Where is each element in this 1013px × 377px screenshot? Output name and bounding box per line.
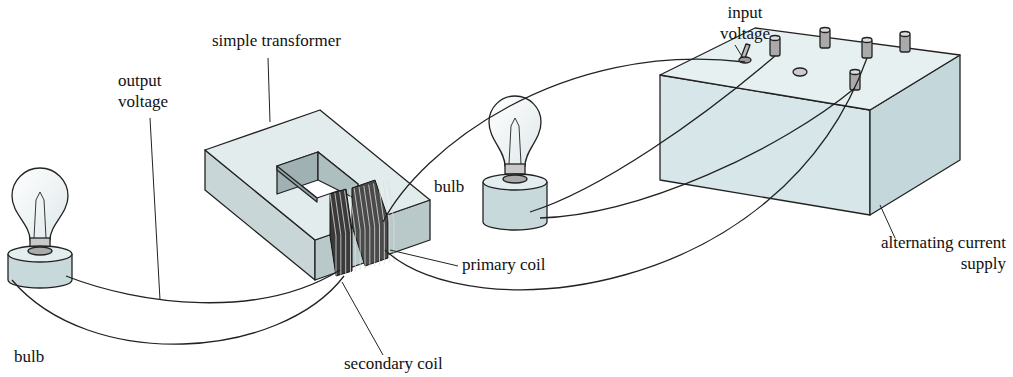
transformer-core — [277, 166, 317, 202]
bulb — [8, 246, 72, 262]
bulb — [12, 168, 68, 240]
wire — [12, 276, 344, 344]
bulb — [28, 247, 52, 255]
bulb — [34, 192, 46, 238]
label: simple transformer — [212, 31, 341, 50]
coil-winding — [330, 194, 336, 276]
coil-winding — [359, 187, 365, 269]
coil-winding — [335, 193, 341, 275]
label-text: output voltage — [118, 70, 192, 112]
bulb — [489, 96, 541, 166]
label-text: primary coil — [462, 254, 572, 275]
coil-winding — [364, 186, 370, 268]
wire — [66, 270, 340, 303]
wire — [385, 58, 867, 290]
coil-windings — [330, 180, 394, 276]
bulb — [509, 118, 521, 164]
coil-winding — [345, 191, 351, 273]
label-text: bulb — [14, 346, 58, 367]
label: alternating current supply — [881, 233, 1006, 273]
transformer-core — [205, 110, 430, 280]
wire — [530, 56, 775, 212]
wire — [12, 56, 867, 344]
leader-line — [268, 58, 270, 122]
bulb — [483, 174, 547, 190]
label: secondary coil — [344, 354, 443, 373]
secondary-coil — [330, 189, 352, 276]
bulb — [505, 164, 525, 174]
label: bulb — [434, 177, 464, 196]
leader-line — [342, 282, 383, 355]
supply-box — [900, 32, 910, 37]
leader-line — [390, 250, 458, 266]
leader-line — [735, 45, 743, 58]
coil-winding — [374, 184, 380, 266]
leader-line — [150, 45, 895, 355]
label-text: bulb — [434, 176, 478, 197]
secondary-coil — [330, 189, 352, 276]
label-text: simple transformer — [212, 30, 382, 51]
label: output voltage — [118, 71, 168, 111]
transformer-core — [205, 110, 430, 240]
supply-box — [862, 38, 872, 43]
coil-winding — [349, 189, 355, 271]
label-text: secondary coil — [344, 353, 474, 374]
supply-box — [660, 28, 960, 110]
bulb — [503, 175, 527, 183]
supply-box — [850, 70, 860, 75]
leader-line — [150, 118, 160, 300]
supply-box — [770, 36, 780, 41]
coil-winding — [369, 185, 375, 267]
wire — [383, 59, 745, 222]
supply-box — [793, 68, 807, 76]
label-text: alternating current supply — [880, 232, 1006, 274]
wire — [540, 88, 855, 218]
label: bulb — [14, 347, 44, 366]
label: input voltage — [720, 3, 770, 43]
coil-winding — [340, 192, 346, 274]
coil-winding — [388, 180, 394, 262]
supply-box — [820, 28, 830, 33]
label: primary coil — [462, 255, 546, 274]
coil-winding — [378, 182, 384, 264]
coil-winding — [354, 188, 360, 270]
bulb — [8, 168, 72, 288]
label-text: input voltage — [712, 2, 778, 44]
supply-box — [770, 28, 910, 91]
